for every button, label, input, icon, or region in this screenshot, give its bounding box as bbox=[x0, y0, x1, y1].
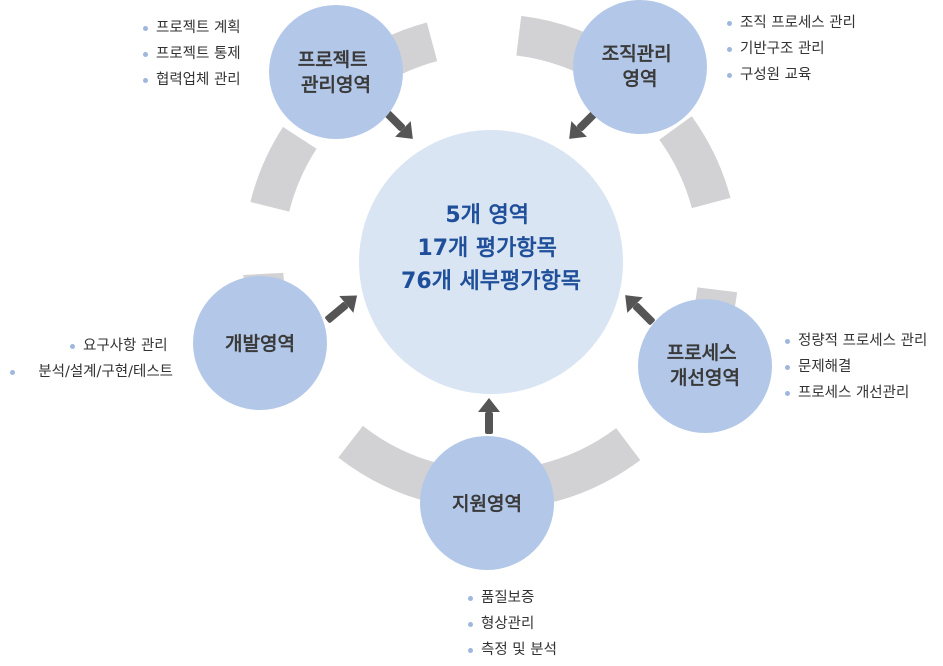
center-line-3: 76개 세부평가항목 bbox=[401, 269, 581, 294]
list-item: 기반구조 관리 bbox=[727, 36, 856, 62]
list-item: 측정 및 분석 bbox=[468, 637, 557, 663]
list-item: 분석/설계/구현/테스트 bbox=[10, 359, 173, 385]
project-area-items: 프로젝트 계획 프로젝트 통제 협력업체 관리 bbox=[143, 15, 241, 93]
list-item: 요구사항 관리 bbox=[70, 333, 173, 359]
ring-segment-7 bbox=[250, 126, 317, 213]
ring-segment-4 bbox=[537, 427, 641, 504]
center-line-2: 17개 평가항목 bbox=[417, 236, 556, 261]
organization-area-circle bbox=[573, 0, 707, 134]
process-arrow bbox=[625, 295, 655, 325]
process-area-circle bbox=[638, 299, 772, 433]
project-arrow bbox=[385, 111, 413, 139]
development-area-circle bbox=[193, 276, 327, 410]
ring-segment-2 bbox=[659, 116, 731, 209]
support-area-items: 품질보증 형상관리 측정 및 분석 bbox=[468, 585, 557, 663]
list-item: 프로젝트 계획 bbox=[143, 15, 241, 41]
project-area-label: 프로젝트 관리영역 bbox=[298, 49, 375, 96]
list-item: 품질보증 bbox=[468, 585, 557, 611]
list-item: 조직 프로세스 관리 bbox=[727, 10, 856, 36]
list-item: 프로젝트 통제 bbox=[143, 41, 241, 67]
support-area-label: 지원영역 bbox=[452, 493, 522, 515]
ring-segment-5 bbox=[338, 425, 442, 503]
process-area-items: 정량적 프로세스 관리 문제해결 프로세스 개선관리 bbox=[785, 328, 927, 406]
organization-arrow bbox=[569, 111, 597, 139]
center-label: 5개 영역 17개 평가항목 76개 세부평가항목 bbox=[401, 203, 581, 294]
project-area-circle bbox=[269, 5, 403, 139]
list-item: 프로세스 개선관리 bbox=[785, 380, 927, 406]
organization-area-label: 조직관리 영역 bbox=[602, 43, 679, 90]
organization-area-items: 조직 프로세스 관리 기반구조 관리 구성원 교육 bbox=[727, 10, 856, 88]
support-arrow bbox=[478, 398, 500, 434]
list-item: 협력업체 관리 bbox=[143, 67, 241, 93]
list-item: 구성원 교육 bbox=[727, 62, 856, 88]
list-item: 정량적 프로세스 관리 bbox=[785, 328, 927, 354]
list-item: 문제해결 bbox=[785, 354, 927, 380]
arrows bbox=[325, 111, 655, 434]
development-area-label: 개발영역 bbox=[225, 333, 295, 355]
development-area-items: 요구사항 관리 분석/설계/구현/테스트 bbox=[10, 333, 173, 385]
center-line-1: 5개 영역 bbox=[445, 203, 529, 228]
center-circle bbox=[359, 130, 623, 394]
list-item: 형상관리 bbox=[468, 611, 557, 637]
process-area-label: 프로세스 개선영역 bbox=[667, 342, 744, 389]
development-arrow bbox=[325, 295, 358, 323]
support-area-circle bbox=[420, 436, 554, 570]
